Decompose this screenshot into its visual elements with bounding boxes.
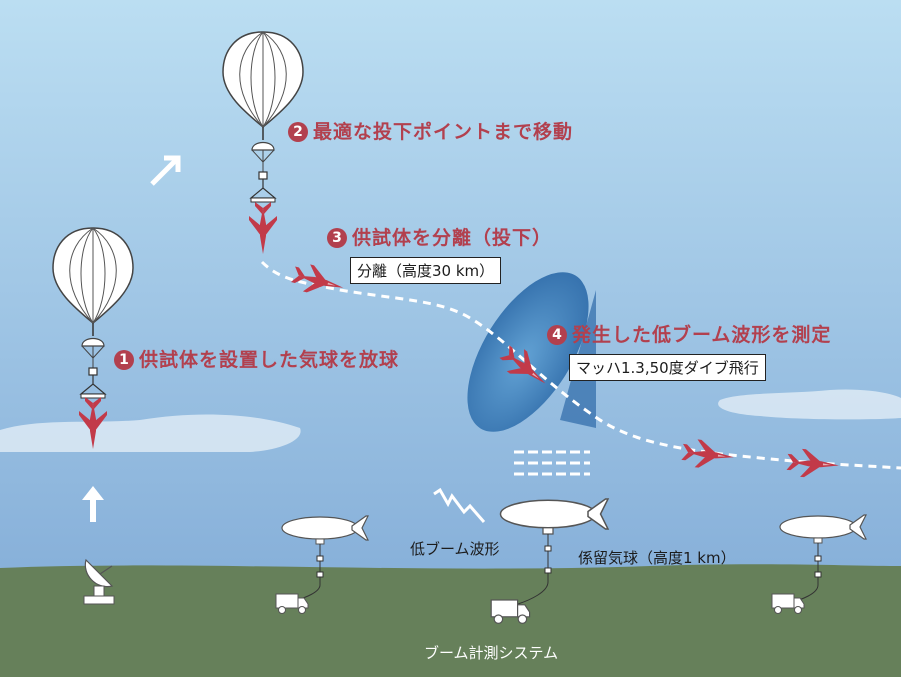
boom-cone (467, 272, 589, 432)
step-number-badge: 3 (327, 228, 347, 248)
cloud-left (0, 414, 301, 452)
step-text: 最適な投下ポイントまで移動 (313, 121, 574, 143)
cloud-right (718, 389, 901, 420)
measurement-system-label: ブーム計測システム (424, 644, 559, 662)
flight-condition-note: マッハ1.3,50度ダイブ飛行 (569, 354, 766, 381)
ground (0, 564, 901, 677)
tethered-balloon-label: 係留気球（高度1 km） (578, 549, 736, 567)
low-boom-label: 低ブーム波形 (410, 540, 500, 558)
step-number-badge: 2 (288, 122, 308, 142)
step-number-badge: 1 (114, 350, 134, 370)
step-text: 供試体を設置した気球を放球 (139, 349, 400, 371)
waveform-icon (433, 487, 486, 523)
radar-dish-icon (83, 558, 115, 605)
step-number-badge: 4 (547, 325, 567, 345)
separation-altitude-note: 分離（高度30 km） (350, 257, 502, 284)
wave-lines (514, 450, 590, 476)
diagonal-arrow-icon (150, 155, 181, 186)
step-text: 発生した低ブーム波形を測定 (572, 324, 832, 346)
step-text: 供試体を分離（投下） (352, 227, 553, 249)
flight-path (260, 260, 901, 470)
up-arrow-icon (82, 486, 104, 522)
